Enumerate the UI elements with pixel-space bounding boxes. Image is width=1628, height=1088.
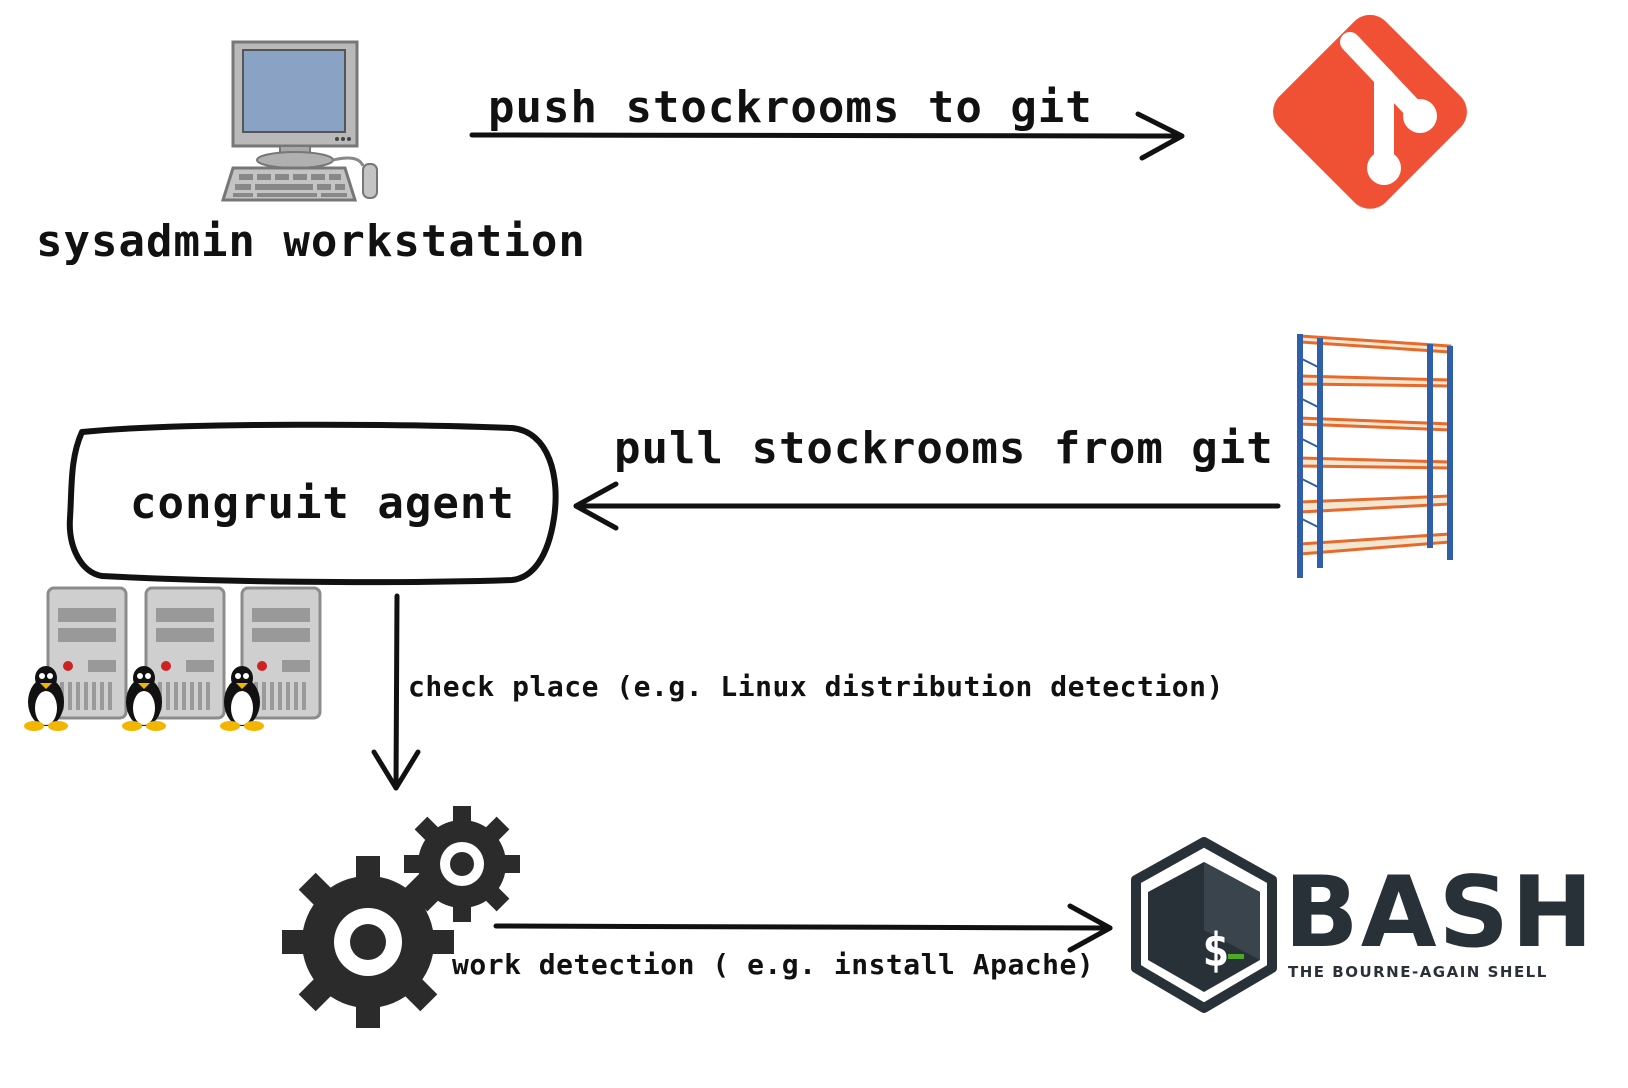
pull-arrow xyxy=(573,481,1281,531)
check-label: check place (e.g. Linux distribution det… xyxy=(408,670,1224,703)
work-label: work detection ( e.g. install Apache) xyxy=(452,948,1095,981)
workstation-label: sysadmin workstation xyxy=(36,216,586,267)
desktop-computer-icon xyxy=(220,40,378,202)
agent-box xyxy=(66,421,559,586)
bash-tagline: THE BOURNE-AGAIN SHELL xyxy=(1288,963,1548,981)
push-label: push stockrooms to git xyxy=(488,82,1093,133)
linux-server-icon xyxy=(24,586,322,731)
pull-label: pull stockrooms from git xyxy=(614,423,1274,474)
agent-label: congruit agent xyxy=(130,478,515,529)
git-logo-icon xyxy=(1273,14,1467,209)
check-arrow xyxy=(371,593,421,791)
svg-text:$: $ xyxy=(1202,923,1230,977)
push-arrow xyxy=(469,111,1185,161)
bash-logo-icon: $ xyxy=(1131,837,1277,1013)
shelving-rack-icon xyxy=(1297,334,1453,578)
work-arrow xyxy=(493,903,1113,953)
bash-wordmark: BASH xyxy=(1284,856,1596,970)
